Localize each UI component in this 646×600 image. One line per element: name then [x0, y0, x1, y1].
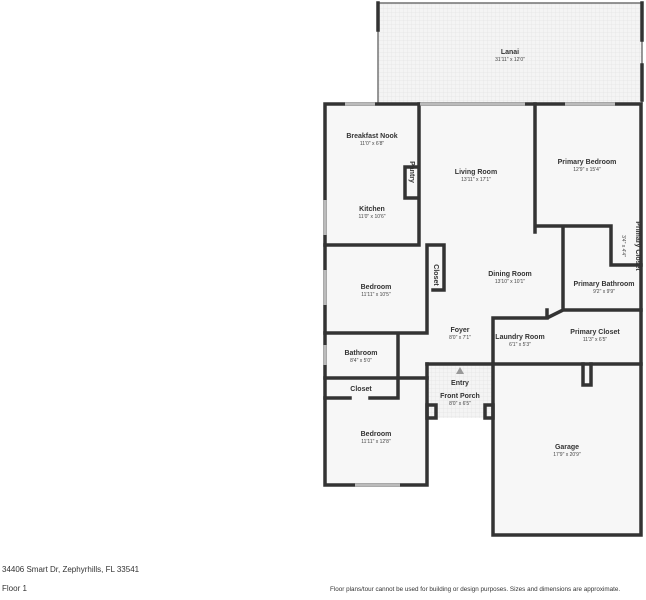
svg-text:Bathroom: Bathroom — [344, 350, 377, 357]
svg-text:Living Room: Living Room — [455, 169, 497, 176]
svg-text:Front Porch: Front Porch — [440, 393, 480, 400]
svg-text:Foyer: Foyer — [450, 327, 469, 334]
address: 34406 Smart Dr, Zephyrhills, FL 33541 — [2, 565, 140, 574]
svg-text:Closet: Closet — [350, 386, 372, 393]
svg-text:11'11" x 12'8": 11'11" x 12'8" — [361, 439, 391, 445]
svg-text:Pantry: Pantry — [408, 161, 415, 183]
svg-text:6'1" x 5'3": 6'1" x 5'3" — [509, 342, 531, 348]
svg-text:8'4" x 5'0": 8'4" x 5'0" — [350, 358, 372, 364]
svg-text:Primary Bathroom: Primary Bathroom — [573, 281, 634, 288]
svg-text:Primary Closet: Primary Closet — [570, 329, 620, 336]
svg-text:17'9" x 20'9": 17'9" x 20'9" — [553, 452, 581, 458]
svg-text:9'2" x 9'9": 9'2" x 9'9" — [593, 289, 615, 295]
svg-text:31'11" x 12'0": 31'11" x 12'0" — [495, 57, 525, 63]
svg-text:11'0" x 10'6": 11'0" x 10'6" — [358, 214, 385, 220]
svg-text:11'11" x 10'5": 11'11" x 10'5" — [361, 292, 391, 298]
svg-text:Kitchen: Kitchen — [359, 206, 385, 213]
svg-text:13'11" x 17'1": 13'11" x 17'1" — [461, 177, 491, 183]
svg-text:Entry: Entry — [451, 380, 469, 387]
svg-text:Dining Room: Dining Room — [488, 271, 532, 278]
svg-text:Primary Closet: Primary Closet — [634, 221, 641, 271]
svg-text:Garage: Garage — [555, 444, 579, 451]
windows — [323, 102, 615, 487]
svg-text:12'9" x 15'4": 12'9" x 15'4" — [573, 167, 601, 173]
svg-text:11'3" x 6'5": 11'3" x 6'5" — [583, 337, 607, 343]
svg-text:Bedroom: Bedroom — [361, 431, 392, 438]
lanai — [376, 1, 644, 104]
floor-label: Floor 1 — [2, 584, 27, 593]
disclaimer: Floor plans/tour cannot be used for buil… — [330, 586, 621, 593]
svg-text:8'0" x 7'1": 8'0" x 7'1" — [449, 335, 471, 341]
svg-text:8'0" x 6'5": 8'0" x 6'5" — [449, 401, 471, 407]
svg-text:Breakfast Nook: Breakfast Nook — [346, 133, 397, 140]
svg-text:Primary Bedroom: Primary Bedroom — [558, 159, 617, 166]
svg-text:Bedroom: Bedroom — [361, 284, 392, 291]
svg-text:Lanai: Lanai — [501, 49, 519, 56]
svg-text:11'0" x 6'8": 11'0" x 6'8" — [360, 141, 384, 147]
svg-text:3'4" x 4'4": 3'4" x 4'4" — [620, 235, 626, 257]
entry-arrow-icon — [456, 367, 464, 374]
svg-text:Closet: Closet — [432, 264, 439, 286]
svg-text:Laundry Room: Laundry Room — [495, 334, 544, 341]
svg-text:13'10" x 10'1": 13'10" x 10'1" — [495, 279, 525, 285]
